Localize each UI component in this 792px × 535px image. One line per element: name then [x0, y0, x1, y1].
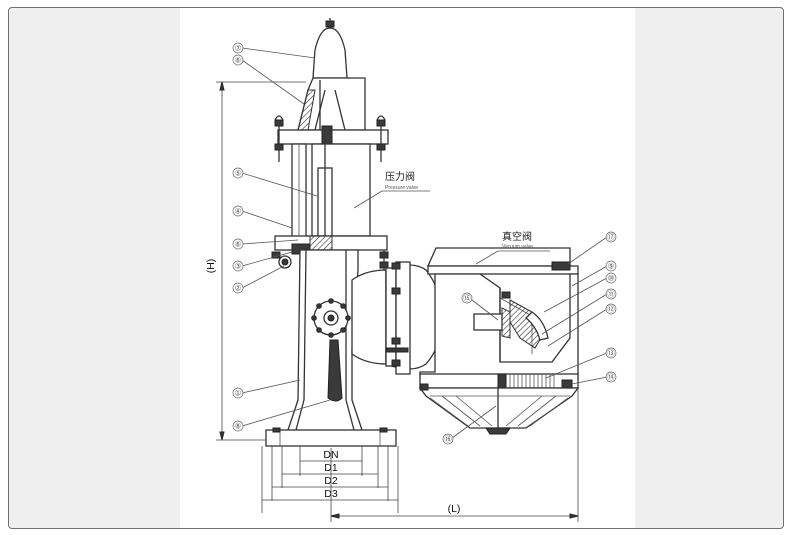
callout-5: ⑤ [235, 169, 242, 178]
callout-12: ⑫ [607, 305, 615, 314]
upper-bolt-left [274, 115, 284, 162]
dimension-h-label: (H) [205, 259, 217, 274]
vacuum-valve-body [418, 247, 580, 435]
valve-drawing: 压力阀 Pressure valve 真空阀 Vacuum valve (H) [180, 8, 635, 528]
callout-6a: ⑥ [235, 56, 242, 65]
callout-6b: ⑥ [235, 240, 242, 249]
callout-1: ① [235, 389, 242, 398]
pressure-valve-cn-label: 压力阀 [385, 170, 415, 183]
pressure-valve-en-label: Pressure valve [385, 185, 418, 191]
callout-16: ⑯ [444, 435, 452, 444]
dimension-h: (H) [205, 81, 306, 441]
upper-bolt-right [376, 115, 386, 162]
hand-wheel [311, 298, 351, 338]
vacuum-valve-label: 真空阀 Vacuum valve [475, 230, 550, 265]
callout-17: ⑰ [607, 233, 615, 242]
callout-3: ③ [235, 262, 242, 271]
callout-8: ⑧ [235, 422, 242, 431]
callout-10: ⑩ [608, 274, 615, 283]
callout-11: ⑪ [607, 290, 615, 299]
callout-15: ⑮ [463, 294, 471, 303]
callout-13: ⑬ [607, 349, 615, 358]
dimension-l: (L) [330, 384, 579, 522]
screen-mesh [429, 395, 570, 427]
vacuum-valve-cn-label: 真空阀 [502, 230, 532, 243]
spring-lines [509, 374, 555, 388]
callout-4: ④ [235, 207, 242, 216]
valve-svg: 压力阀 Pressure valve 真空阀 Vacuum valve (H) [205, 18, 617, 522]
dimension-diameters: DN D1 D2 D3 [261, 446, 399, 513]
dimension-l-label: (L) [448, 503, 461, 515]
callout-9: ⑨ [608, 262, 615, 271]
callouts: ⑦ ⑥ ⑤ ④ ⑥ ③ [232, 42, 617, 445]
vacuum-valve-en-label: Vacuum valve [502, 244, 533, 250]
callout-7: ⑦ [235, 44, 242, 53]
callout-14: ⑭ [607, 373, 615, 382]
pressure-valve-body [265, 18, 443, 447]
callout-2: ② [235, 284, 242, 293]
image-frame: 压力阀 Pressure valve 真空阀 Vacuum valve (H) [8, 7, 784, 529]
pressure-valve-label: 压力阀 Pressure valve [353, 170, 430, 209]
